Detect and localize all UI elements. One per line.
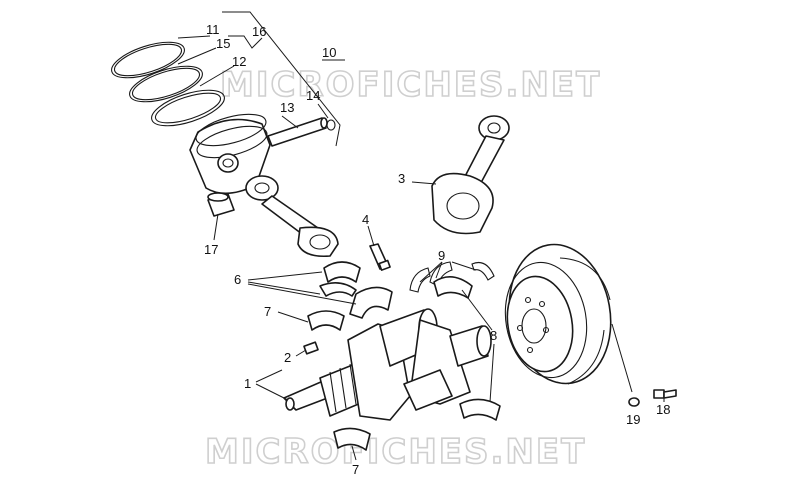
callout-12: 12 [232, 54, 246, 69]
connecting-rod-left [245, 175, 339, 258]
callout-7-lower: 7 [352, 462, 359, 477]
small-end-bush [207, 192, 235, 217]
watermark-top: MICROFICHES.NET [220, 65, 601, 105]
main-bearing-upper [307, 310, 345, 331]
callout-4: 4 [362, 212, 369, 227]
flywheel [504, 243, 612, 385]
watermark-bottom: MICROFICHES.NET [205, 432, 586, 472]
callout-16: 16 [252, 24, 266, 39]
callout-14: 14 [306, 88, 320, 103]
washer [628, 397, 640, 407]
dowel-pin [303, 341, 319, 355]
crankshaft [283, 308, 492, 421]
callout-19: 19 [626, 412, 640, 427]
callout-17: 17 [204, 242, 218, 257]
rod-bolt [369, 243, 391, 271]
piston-rings [111, 41, 225, 127]
main-bearing-8-upper [433, 276, 473, 299]
callout-9: 9 [438, 248, 445, 263]
main-bearing-8-lower [459, 398, 501, 421]
callout-labels: 11 16 15 10 12 14 13 3 4 17 9 6 7 8 2 1 … [204, 22, 670, 477]
callout-2: 2 [284, 350, 291, 365]
flywheel-screw [653, 389, 677, 399]
callout-8: 8 [490, 328, 497, 343]
piston [189, 113, 271, 195]
main-bearing-lower [333, 427, 371, 451]
callout-7-upper: 7 [264, 304, 271, 319]
group-bracket [222, 11, 345, 147]
circlip [326, 119, 336, 131]
callout-18: 18 [656, 402, 670, 417]
callout-1: 1 [244, 376, 251, 391]
callout-11: 11 [206, 22, 220, 37]
leader-lines [177, 35, 665, 461]
piston-pin [267, 117, 328, 147]
callout-3: 3 [398, 171, 405, 186]
callout-13: 13 [280, 100, 294, 115]
connecting-rod-right [431, 115, 510, 235]
callout-6: 6 [234, 272, 241, 287]
callout-15: 15 [216, 36, 230, 51]
callout-10: 10 [322, 45, 336, 60]
big-end-bearings [319, 261, 393, 319]
